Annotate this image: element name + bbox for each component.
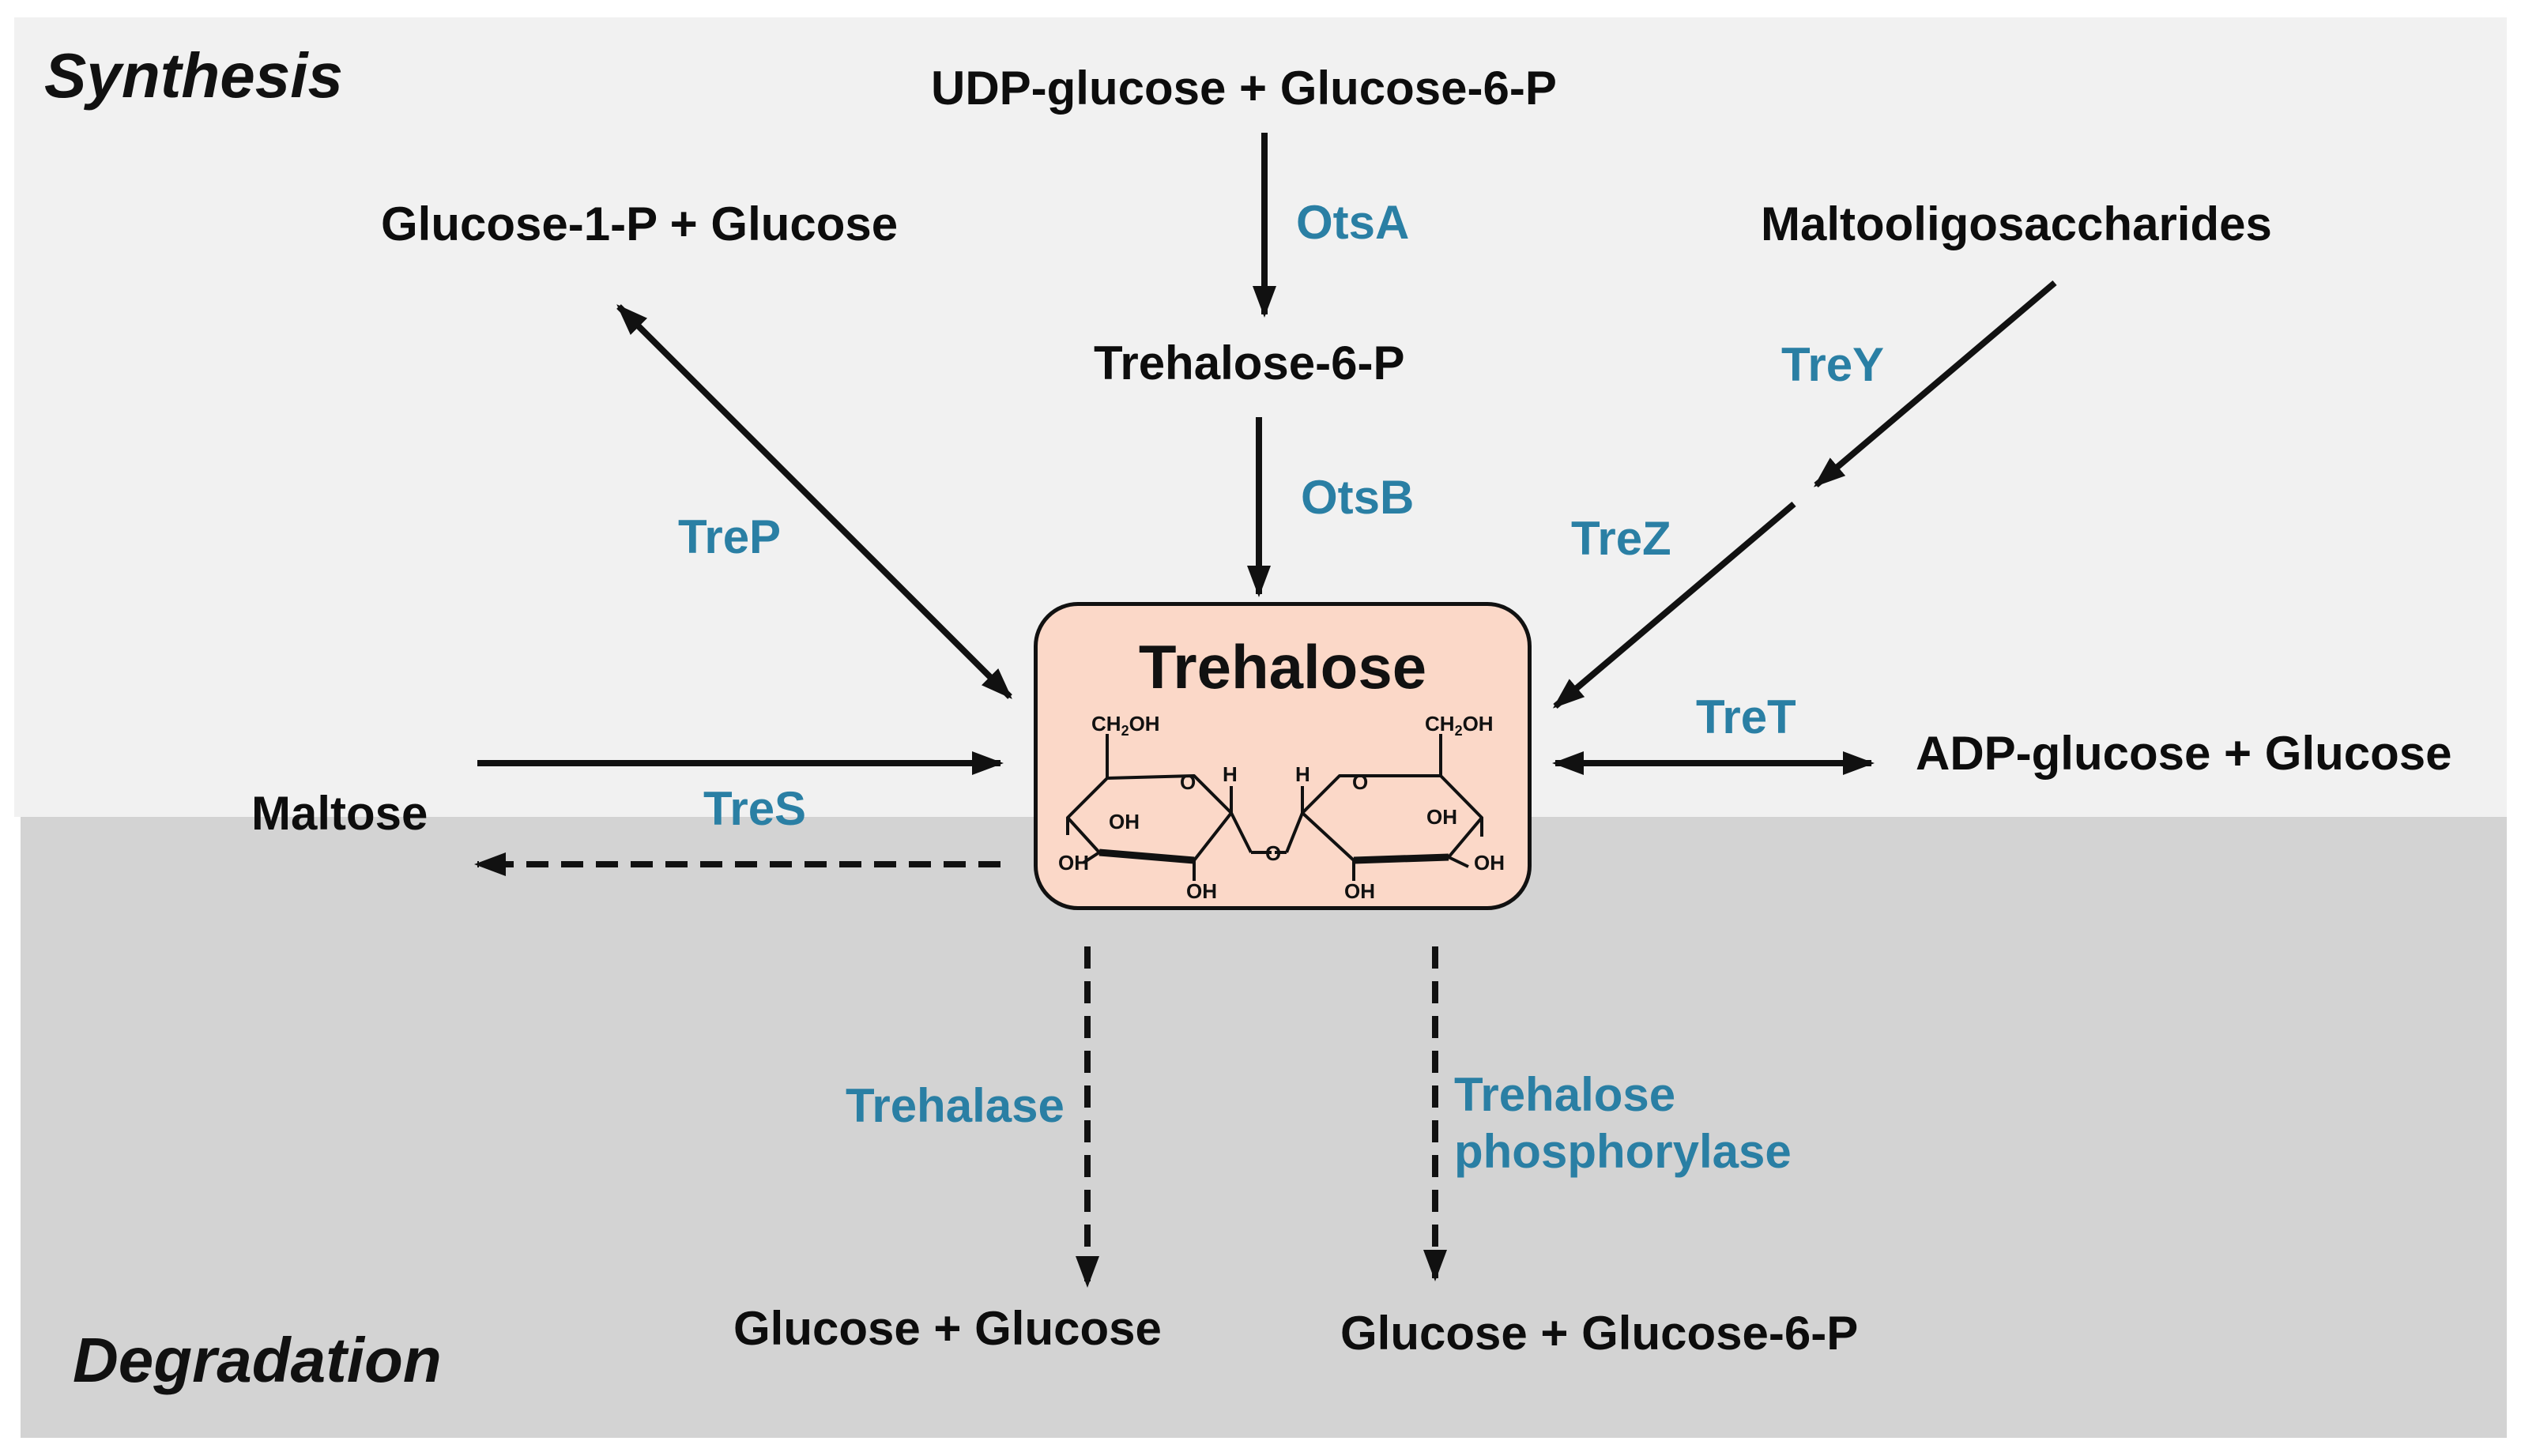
enzyme-otsa: OtsA (1296, 196, 1410, 249)
compound-adp-glucose-glucose: ADP-glucose + Glucose (1916, 727, 2452, 780)
compound-maltose: Maltose (251, 787, 428, 840)
struct-oh-left-ring: OH (1109, 810, 1140, 833)
struct-o-right-ring: O (1352, 770, 1368, 794)
arrow-trep (616, 304, 1012, 699)
struct-ch2oh-left: CH2OH (1091, 712, 1160, 739)
enzyme-trehalose-phosphorylase-line2: phosphorylase (1454, 1125, 1792, 1178)
struct-o-left-ring: O (1180, 770, 1196, 794)
enzyme-trey: TreY (1781, 338, 1885, 391)
compound-trehalose-6p: Trehalose-6-P (1094, 337, 1405, 389)
struct-ch2oh-right: CH2OH (1425, 712, 1494, 739)
degradation-zone (21, 817, 2507, 1438)
compound-glucose-glucose: Glucose + Glucose (733, 1302, 1162, 1355)
struct-o-bridge: O (1265, 841, 1281, 865)
trehalose-structure: CH2OH CH2OH O O H H O OH OH OH OH OH OH (1058, 712, 1505, 903)
enzyme-trehalase: Trehalase (846, 1079, 1065, 1132)
compound-maltooligosaccharides: Maltooligosaccharides (1761, 198, 2272, 250)
enzyme-trep: TreP (678, 510, 782, 563)
compound-glucose-g6p: Glucose + Glucose-6-P (1340, 1307, 1859, 1360)
enzyme-tres: TreS (703, 782, 807, 835)
trehalose-title: Trehalose (1138, 632, 1427, 702)
struct-oh-right-ring: OH (1426, 805, 1457, 829)
enzyme-trez: TreZ (1571, 512, 1671, 565)
struct-oh-left-lower: OH (1186, 879, 1217, 903)
struct-oh-left-bottom: OH (1058, 851, 1089, 875)
struct-h-left: H (1223, 762, 1238, 786)
arrow-trey (1813, 280, 2057, 488)
trehalose-box: Trehalose CH2OH CH2OH (1034, 602, 1532, 910)
section-title-degradation: Degradation (73, 1325, 442, 1395)
compound-glucose1p-glucose: Glucose-1-P + Glucose (381, 198, 899, 250)
struct-oh-right-bottom: OH (1474, 851, 1505, 875)
struct-h-right: H (1295, 762, 1310, 786)
enzyme-trehalose-phosphorylase-line1: Trehalose (1454, 1068, 1676, 1121)
struct-oh-right-lower: OH (1344, 879, 1375, 903)
section-title-synthesis: Synthesis (44, 40, 343, 111)
enzyme-otsb: OtsB (1301, 471, 1415, 524)
compound-udp-glucose-g6p: UDP-glucose + Glucose-6-P (931, 62, 1557, 115)
arrow-trez (1552, 501, 1796, 709)
enzyme-tret: TreT (1696, 690, 1796, 743)
